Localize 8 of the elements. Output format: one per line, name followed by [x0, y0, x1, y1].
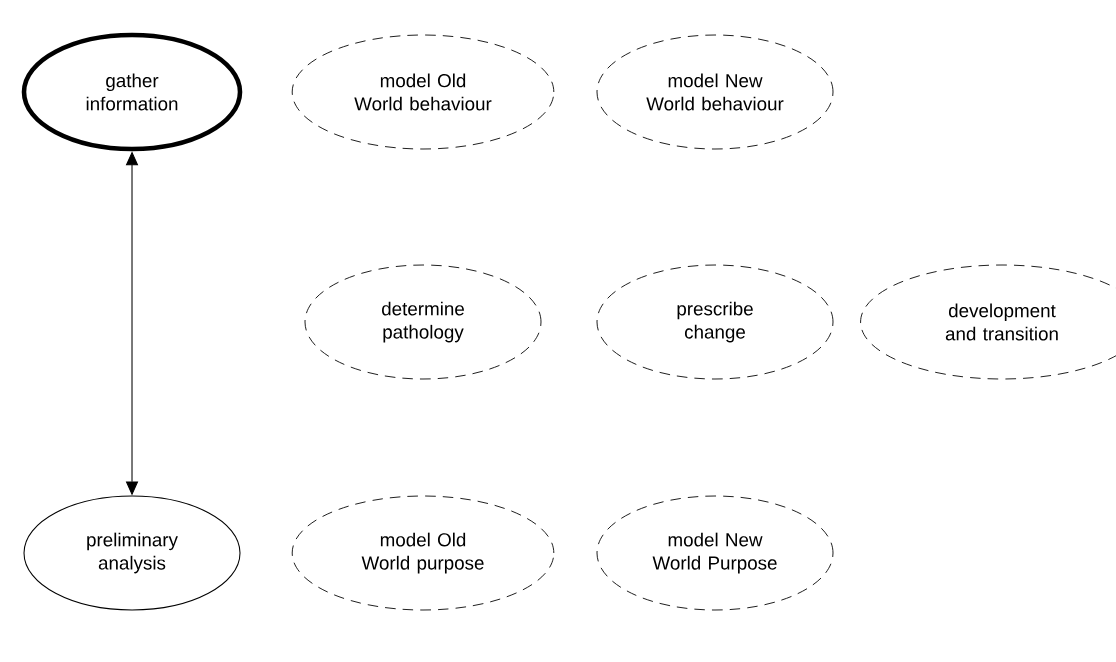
dashed-ellipse-node: model Old World behaviour [291, 34, 555, 150]
dashed-ellipse-node: determine pathology [304, 264, 542, 380]
ellipse-node: gather information [21, 32, 243, 152]
dashed-ellipse-node: prescribe change [596, 264, 834, 380]
dashed-ellipse-node: model New World behaviour [596, 34, 834, 150]
ellipse-node: preliminary analysis [23, 495, 241, 611]
dashed-ellipse-node: model New World Purpose [596, 495, 834, 611]
dashed-ellipse-node: model Old World purpose [291, 495, 555, 611]
